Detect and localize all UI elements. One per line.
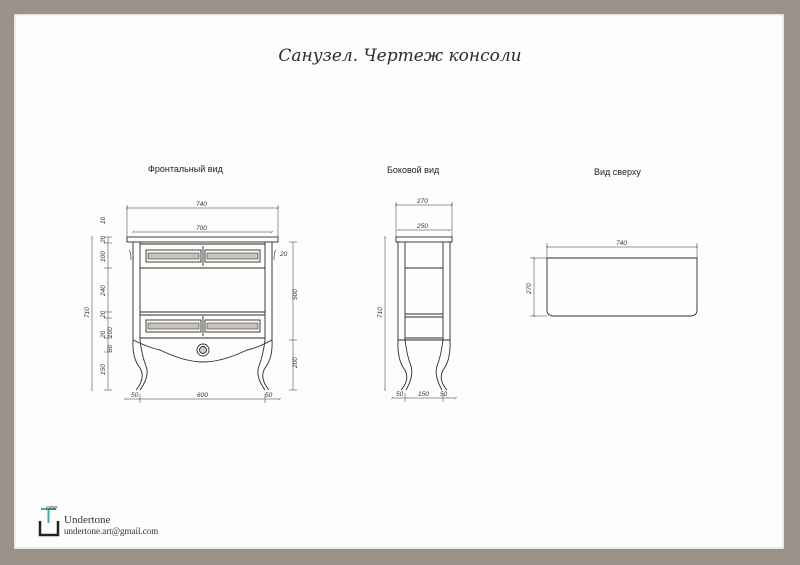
dim-front-100-top: 100 (100, 251, 107, 262)
dim-front-50: 50 (107, 344, 114, 352)
top-view-outline (546, 257, 698, 317)
top-dim-labels: 740 270 (526, 240, 627, 295)
dim-front-500: 500 (292, 289, 299, 300)
top-view-dimensions (530, 243, 699, 318)
dim-front-100-bottom: 100 (107, 327, 114, 338)
front-drawer-top-right (204, 249, 261, 263)
side-view-drawing (395, 236, 453, 391)
brand-logo: one Undertone undertone.art@gmail.com (38, 501, 178, 541)
dim-front-20-right: 20 (279, 251, 288, 258)
front-drawer-bottom-right (204, 319, 261, 333)
side-top-slab (395, 236, 453, 243)
front-drawer-top-left (145, 249, 202, 263)
front-view-drawing (126, 236, 279, 391)
dim-front-710: 710 (84, 307, 91, 318)
dim-side-150: 150 (418, 391, 429, 398)
dim-front-10: 10 (100, 216, 107, 224)
dim-side-50-left: 50 (396, 391, 404, 398)
top-view-drawing (546, 257, 698, 317)
dim-front-50-right: 50 (265, 392, 273, 399)
dim-front-740: 740 (196, 201, 207, 208)
dim-front-20-mid2: 20 (100, 330, 107, 339)
dim-front-20-top: 20 (100, 235, 107, 244)
side-leg-left (397, 339, 408, 391)
dim-side-270: 270 (416, 198, 428, 205)
page-title: Санузел. Чертеж консоли (278, 46, 522, 66)
logo-email: undertone.art@gmail.com (64, 526, 159, 536)
dim-top-740: 740 (616, 240, 627, 247)
dim-side-50-right: 50 (440, 391, 448, 398)
logo-tone-text: one (46, 503, 58, 512)
dim-side-250: 250 (416, 223, 428, 230)
logo-brand-name: Undertone (64, 514, 111, 526)
front-leg-left (132, 339, 143, 391)
drawing-paper (14, 14, 784, 549)
dim-front-200: 200 (292, 357, 299, 369)
front-drawer-bottom-left (145, 319, 202, 333)
undertone-logo-icon (38, 508, 60, 537)
top-view-label: Вид сверху (594, 167, 641, 177)
dim-front-700: 700 (196, 225, 207, 232)
dim-front-240: 240 (100, 285, 107, 297)
dim-top-270: 270 (526, 283, 533, 295)
side-view-label: Боковой вид (387, 165, 440, 175)
side-dim-labels: 270 250 710 50 150 50 (377, 198, 448, 398)
dim-front-600: 600 (197, 392, 208, 399)
side-view-dimensions (383, 202, 458, 402)
front-dim-labels: 740 700 600 50 50 20 710 10 20 100 240 2… (84, 201, 299, 399)
front-apron (132, 339, 273, 363)
dim-front-150: 150 (100, 364, 107, 375)
front-view-label: Фронтальный вид (148, 164, 223, 174)
side-leg-right (440, 339, 451, 391)
dim-front-50-left: 50 (131, 392, 139, 399)
front-leg-right (262, 339, 273, 391)
dim-front-20-mid: 20 (100, 310, 107, 319)
front-top-slab (126, 236, 279, 243)
front-view-dimensions (90, 205, 297, 403)
dim-side-710: 710 (377, 307, 384, 318)
